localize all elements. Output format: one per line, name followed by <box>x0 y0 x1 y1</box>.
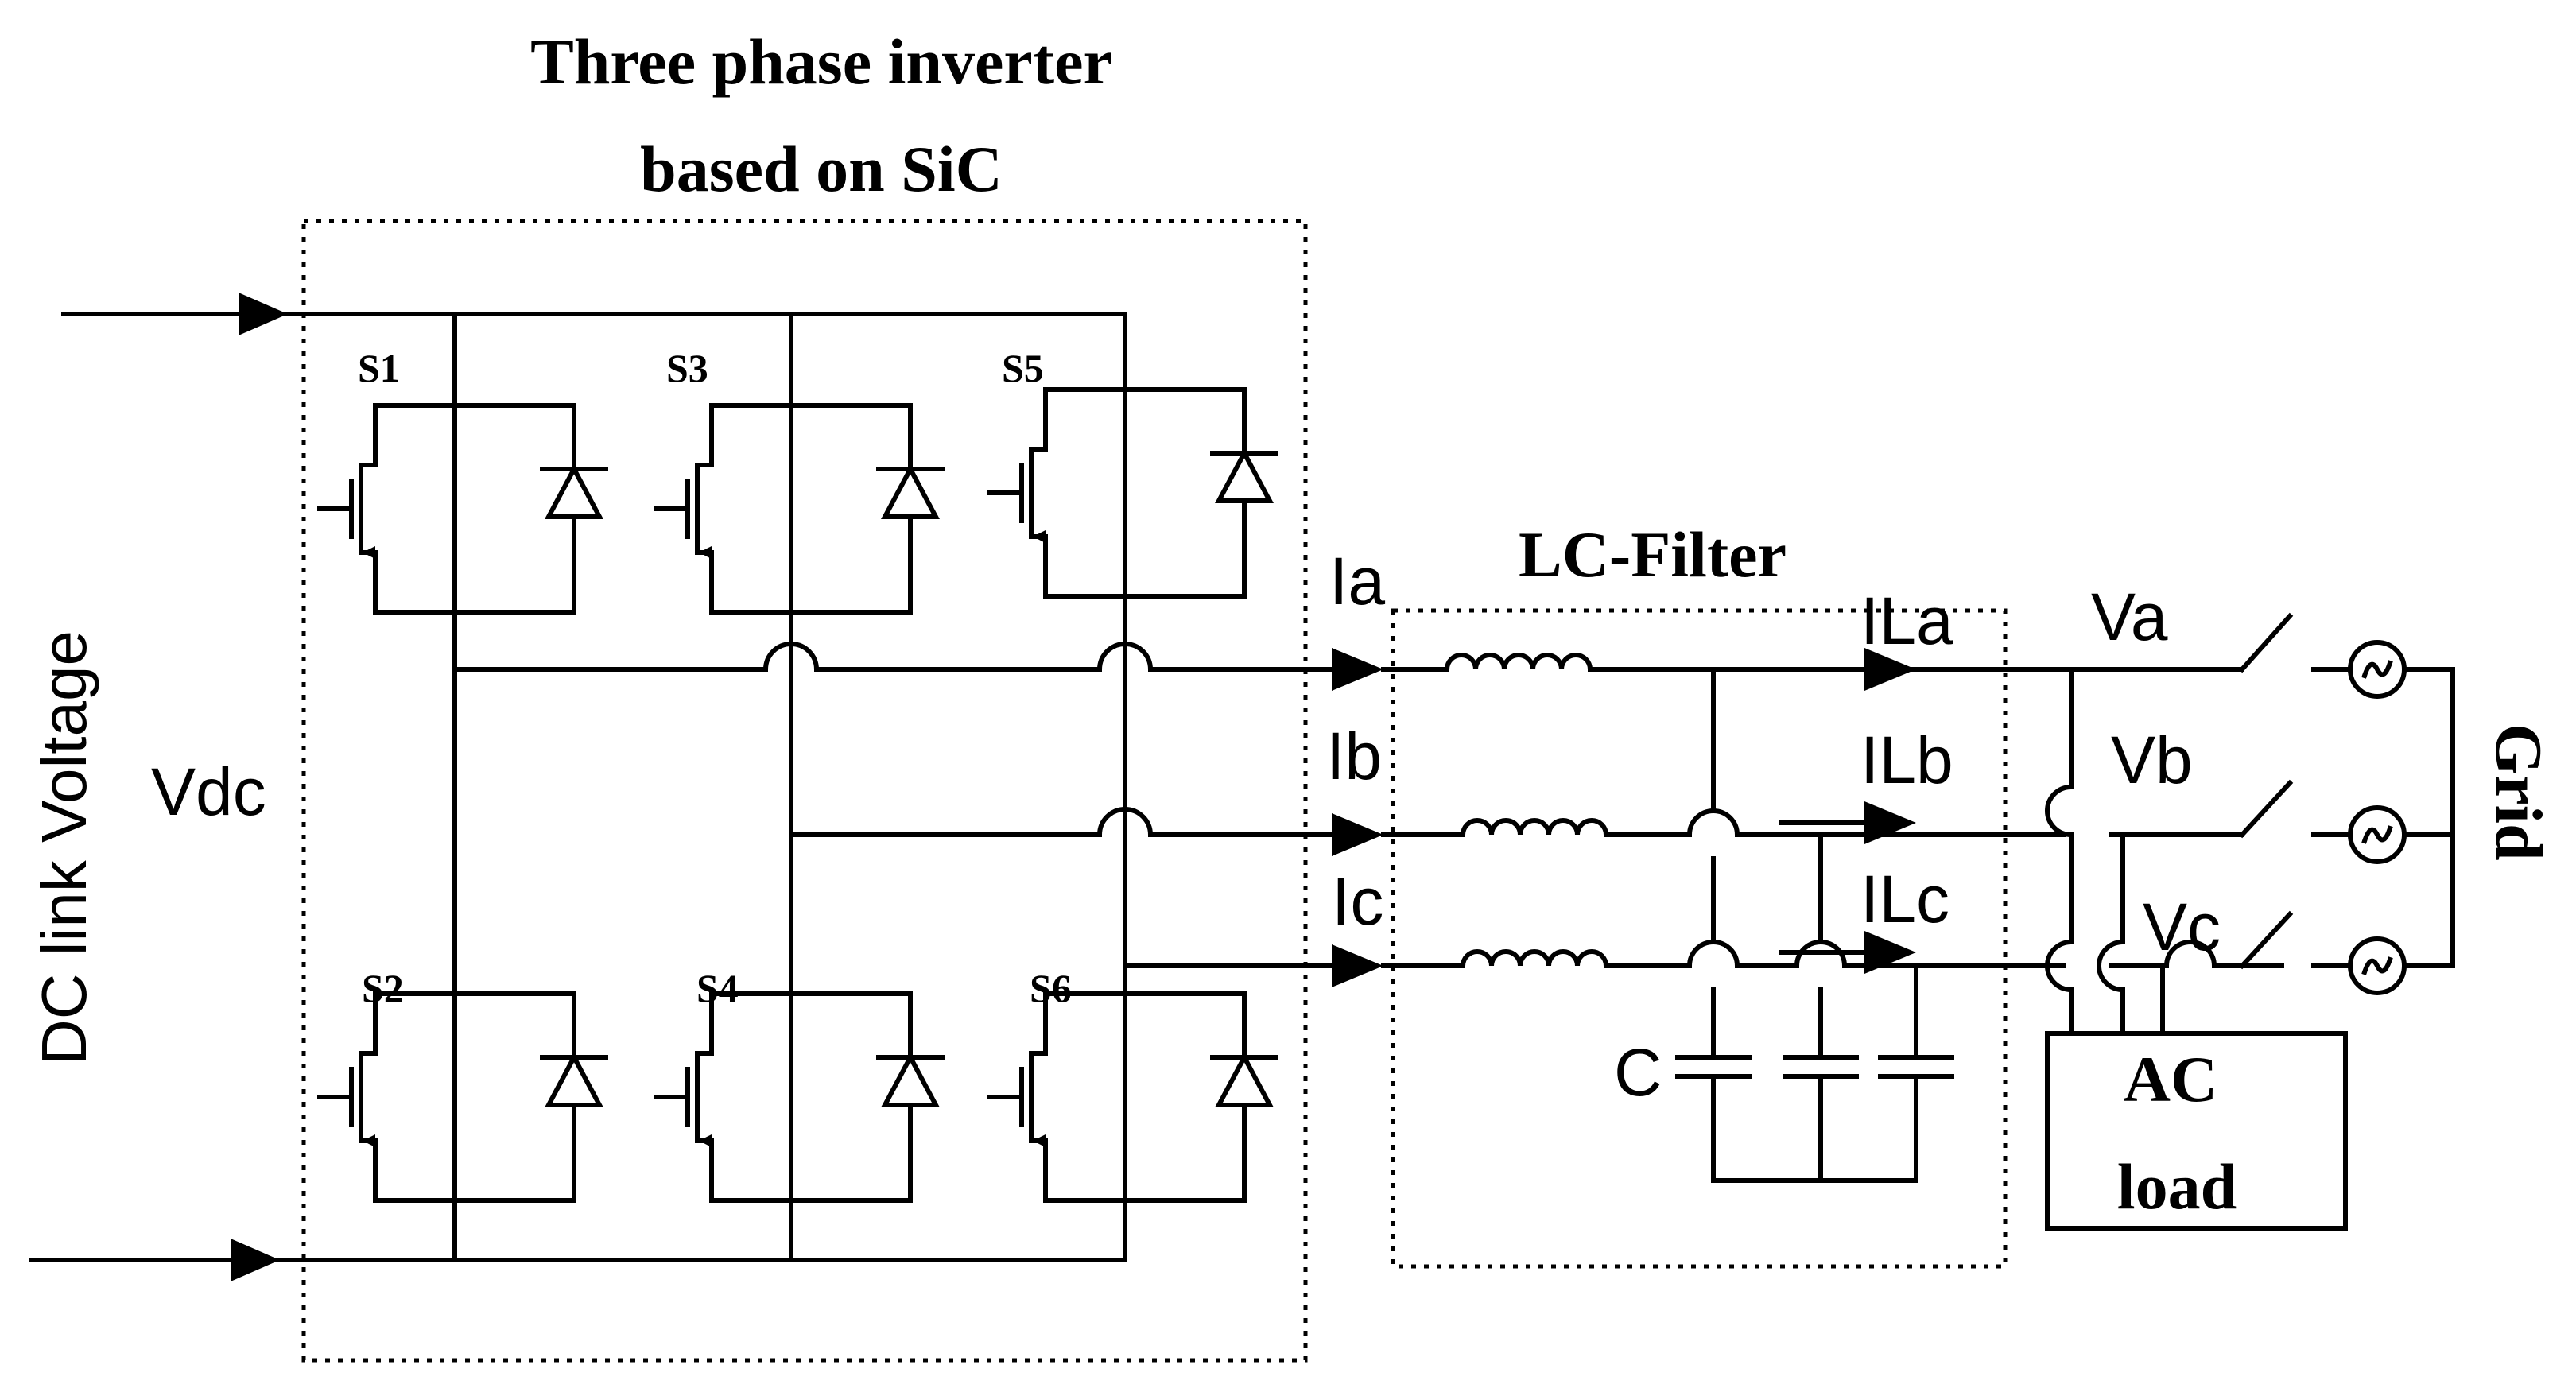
grid-label: Grid <box>2481 723 2555 861</box>
current-label-ila: ILa <box>1860 584 1953 658</box>
ac-load-line1: AC <box>2124 1043 2217 1115</box>
switch-s4: S4 <box>656 966 942 1200</box>
current-label-ilc: ILc <box>1860 862 1949 936</box>
current-label-ia: Ia <box>1329 544 1385 618</box>
inverter-title-line1: Three phase inverter <box>530 25 1112 98</box>
switch-label-s3: S3 <box>666 346 708 390</box>
switch-label-s5: S5 <box>1002 346 1044 390</box>
load-taps <box>2045 667 2165 1036</box>
voltage-label-vb: Vb <box>2111 723 2193 797</box>
switch-s1: S1 <box>320 346 606 612</box>
ac-load: AC load <box>2045 1031 2348 1231</box>
inverter-title-line2: based on SiC <box>640 133 1003 205</box>
grid-breakers <box>2069 612 2352 970</box>
switch-s6: S6 <box>990 966 1276 1200</box>
lc-filter-boundary <box>1391 608 2008 1269</box>
dc-positive-input <box>61 293 288 335</box>
current-label-ilb: ILb <box>1860 723 1953 797</box>
voltage-label-vc: Vc <box>2143 890 2221 964</box>
dc-link-label: DC link Voltage <box>29 630 99 1065</box>
inverter-boundary <box>301 219 1308 1363</box>
grid-sources <box>2350 642 2455 993</box>
switch-label-s4: S4 <box>696 966 739 1010</box>
current-label-ic: Ic <box>1332 864 1383 939</box>
vdc-label: Vdc <box>151 754 266 829</box>
phase-c-output <box>1123 944 1383 987</box>
switch-s2: S2 <box>320 966 606 1200</box>
capacitor-label: C <box>1614 1035 1662 1110</box>
lc-filter-label: LC-Filter <box>1519 518 1787 591</box>
filter-current-arrows <box>1779 648 1916 974</box>
switch-label-s6: S6 <box>1030 966 1072 1010</box>
switch-s5: S5 <box>990 346 1276 596</box>
voltage-label-va: Va <box>2091 580 2168 654</box>
filter-phase-a <box>1381 655 2074 672</box>
phase-a-output <box>452 642 1383 691</box>
switch-label-s2: S2 <box>362 966 404 1010</box>
switch-label-s1: S1 <box>358 346 400 390</box>
phase-b-output <box>789 807 1383 856</box>
dc-negative-input <box>29 1239 280 1281</box>
ac-load-line2: load <box>2117 1150 2237 1223</box>
current-label-ib: Ib <box>1326 719 1382 793</box>
inverter-legs <box>452 312 1127 1262</box>
filter-phase-c <box>1381 940 2284 968</box>
switch-s3: S3 <box>656 346 942 612</box>
capacitor-bank <box>1678 667 1952 1183</box>
